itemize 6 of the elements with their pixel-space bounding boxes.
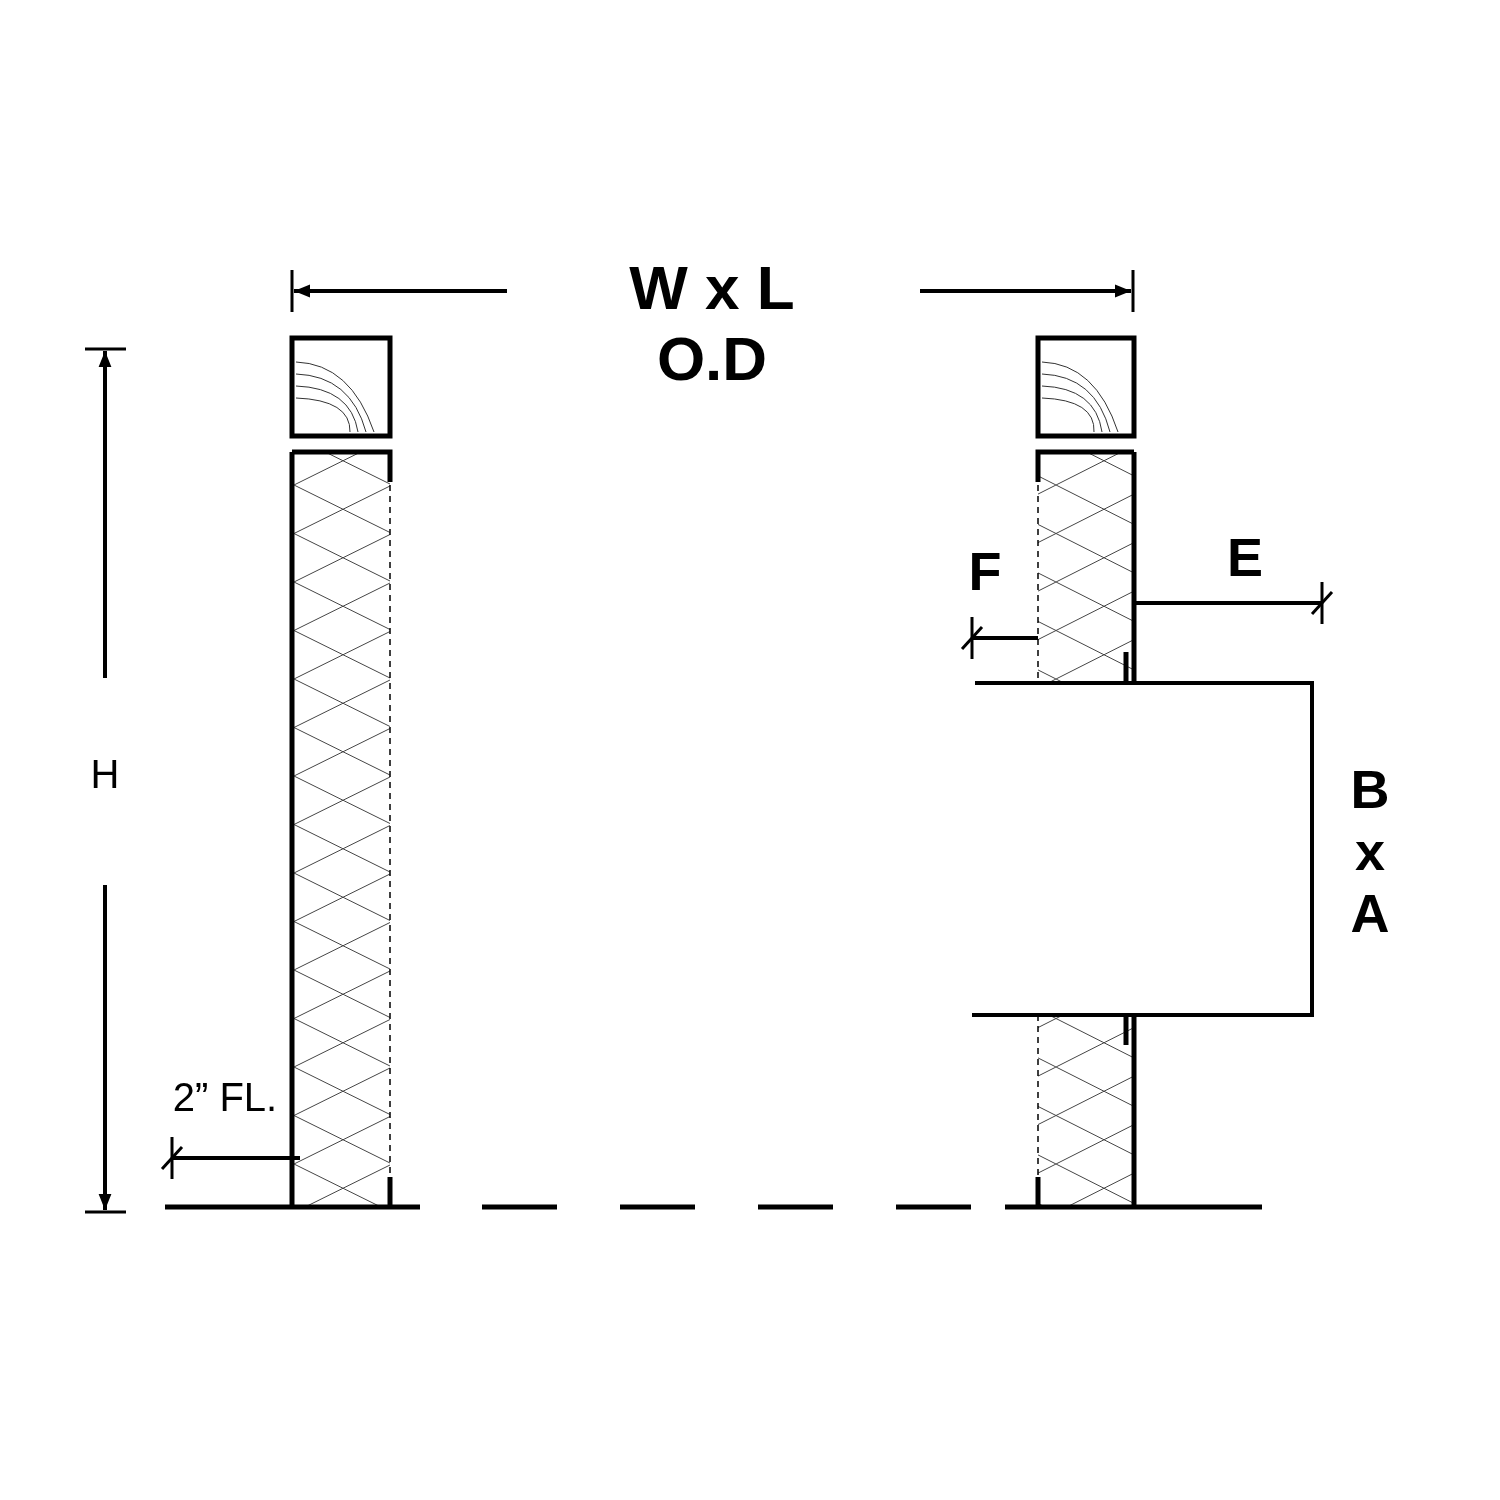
dimension-label: E — [1226, 528, 1264, 588]
dimension-label: 2” FL. — [171, 1075, 279, 1119]
dimension-label: B x A — [1349, 758, 1391, 945]
dimension-label: H — [89, 752, 121, 796]
dimension-label: F — [967, 542, 1003, 602]
dimension-label: W x L O.D — [628, 252, 796, 395]
